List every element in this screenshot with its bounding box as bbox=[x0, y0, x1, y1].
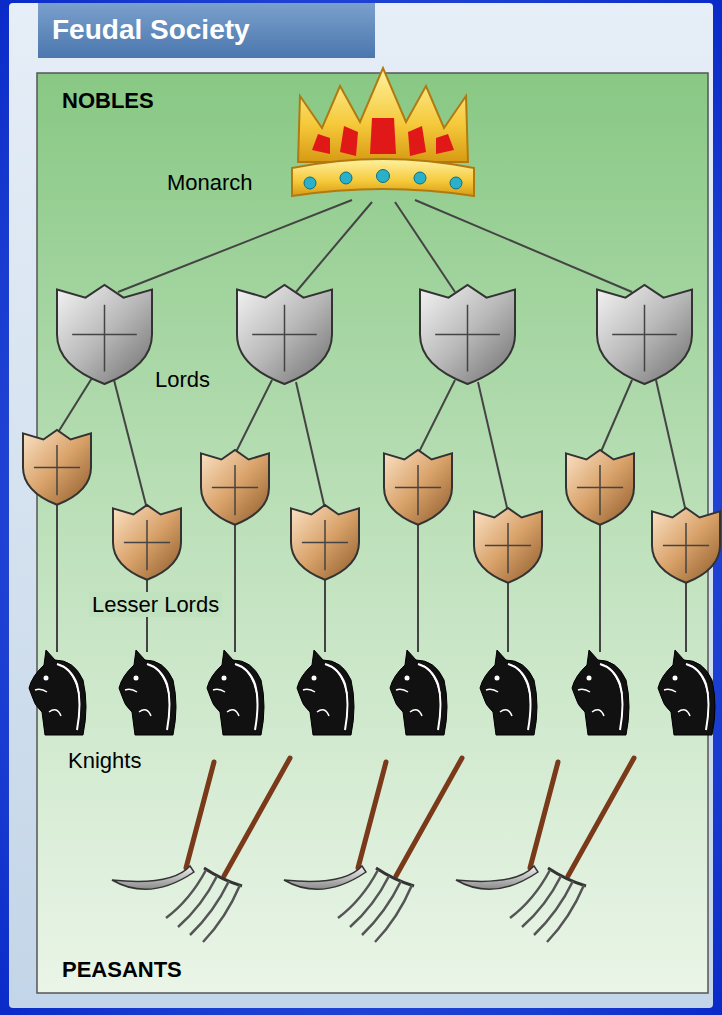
group-heading: PEASANTS bbox=[62, 957, 182, 982]
hierarchy-lines-part bbox=[418, 380, 455, 454]
lesser-lord-shields-part bbox=[23, 430, 91, 505]
hierarchy-lines-part bbox=[600, 380, 632, 454]
lord-shields bbox=[57, 285, 692, 384]
knight-icons-part bbox=[480, 650, 537, 735]
crown-part-part bbox=[340, 172, 352, 184]
rank-label: Lords bbox=[155, 367, 210, 392]
hierarchy-lines-part bbox=[656, 380, 686, 512]
crown-part bbox=[408, 126, 426, 156]
crown-part-part bbox=[414, 172, 426, 184]
crown-part bbox=[298, 68, 468, 162]
crown-part-part bbox=[377, 170, 390, 183]
crown-part bbox=[340, 126, 358, 156]
hierarchy-lines-part bbox=[324, 576, 326, 652]
hierarchy-lines-part bbox=[118, 200, 352, 292]
crown-part bbox=[312, 134, 330, 154]
hierarchy-lines-part bbox=[296, 202, 372, 292]
rank-label: Knights bbox=[68, 748, 141, 773]
lesser-lord-shields-part bbox=[652, 508, 720, 583]
hierarchy-lines-part bbox=[234, 520, 236, 652]
crown-part-part bbox=[450, 177, 462, 189]
peasant-tools bbox=[112, 758, 634, 942]
lesser-lord-shields bbox=[23, 430, 720, 583]
knight-icons-part bbox=[119, 650, 176, 735]
hierarchy-lines-part bbox=[599, 520, 601, 652]
peasant-tools-part bbox=[284, 758, 462, 942]
lord-shields-part bbox=[237, 285, 332, 384]
hierarchy-lines-part bbox=[507, 580, 509, 652]
slide-title: Feudal Society bbox=[52, 14, 250, 46]
society-panel bbox=[37, 73, 708, 993]
title-tab bbox=[38, 3, 375, 58]
knight-icons-part bbox=[207, 650, 264, 735]
lesser-lord-shields-part bbox=[566, 450, 634, 525]
hierarchy-lines-part bbox=[478, 382, 508, 512]
knight-icons-part bbox=[658, 650, 715, 735]
peasant-tools-part bbox=[456, 758, 634, 942]
hierarchy-lines-part bbox=[296, 382, 325, 509]
slide-panel bbox=[9, 3, 713, 1008]
hierarchy-lines-part bbox=[417, 520, 419, 652]
lord-shields-part bbox=[420, 285, 515, 384]
knight-icons-part bbox=[390, 650, 447, 735]
crown-part bbox=[292, 159, 474, 196]
lord-shields-part bbox=[57, 285, 152, 384]
rank-label: Monarch bbox=[167, 170, 253, 195]
crown-part bbox=[370, 118, 396, 154]
hierarchy-lines-part bbox=[235, 380, 272, 454]
knight-icons-part bbox=[572, 650, 629, 735]
knight-icons bbox=[29, 650, 715, 735]
crown-part-part bbox=[304, 177, 316, 189]
hierarchy-lines-part bbox=[114, 380, 147, 509]
crown-part bbox=[304, 170, 462, 190]
knight-icons-part bbox=[29, 650, 86, 735]
lord-shields-part bbox=[597, 285, 692, 384]
hierarchy-lines-part bbox=[395, 202, 455, 292]
crown bbox=[292, 68, 474, 196]
hierarchy-lines-part bbox=[415, 200, 632, 292]
hierarchy-lines-part bbox=[56, 500, 58, 652]
lesser-lord-shields-part bbox=[113, 505, 181, 580]
group-heading: NOBLES bbox=[62, 88, 154, 113]
hierarchy-lines-part bbox=[685, 580, 687, 652]
hierarchy-lines-part bbox=[57, 378, 92, 434]
lesser-lord-shields-part bbox=[291, 505, 359, 580]
hierarchy-lines bbox=[57, 200, 686, 652]
knight-icons-part bbox=[297, 650, 354, 735]
lesser-lord-shields-part bbox=[474, 508, 542, 583]
rank-label: Lesser Lords bbox=[89, 592, 222, 617]
lesser-lord-shields-part bbox=[201, 450, 269, 525]
peasant-tools-part bbox=[112, 758, 290, 942]
crown-part bbox=[436, 134, 454, 154]
lesser-lord-shields-part bbox=[384, 450, 452, 525]
